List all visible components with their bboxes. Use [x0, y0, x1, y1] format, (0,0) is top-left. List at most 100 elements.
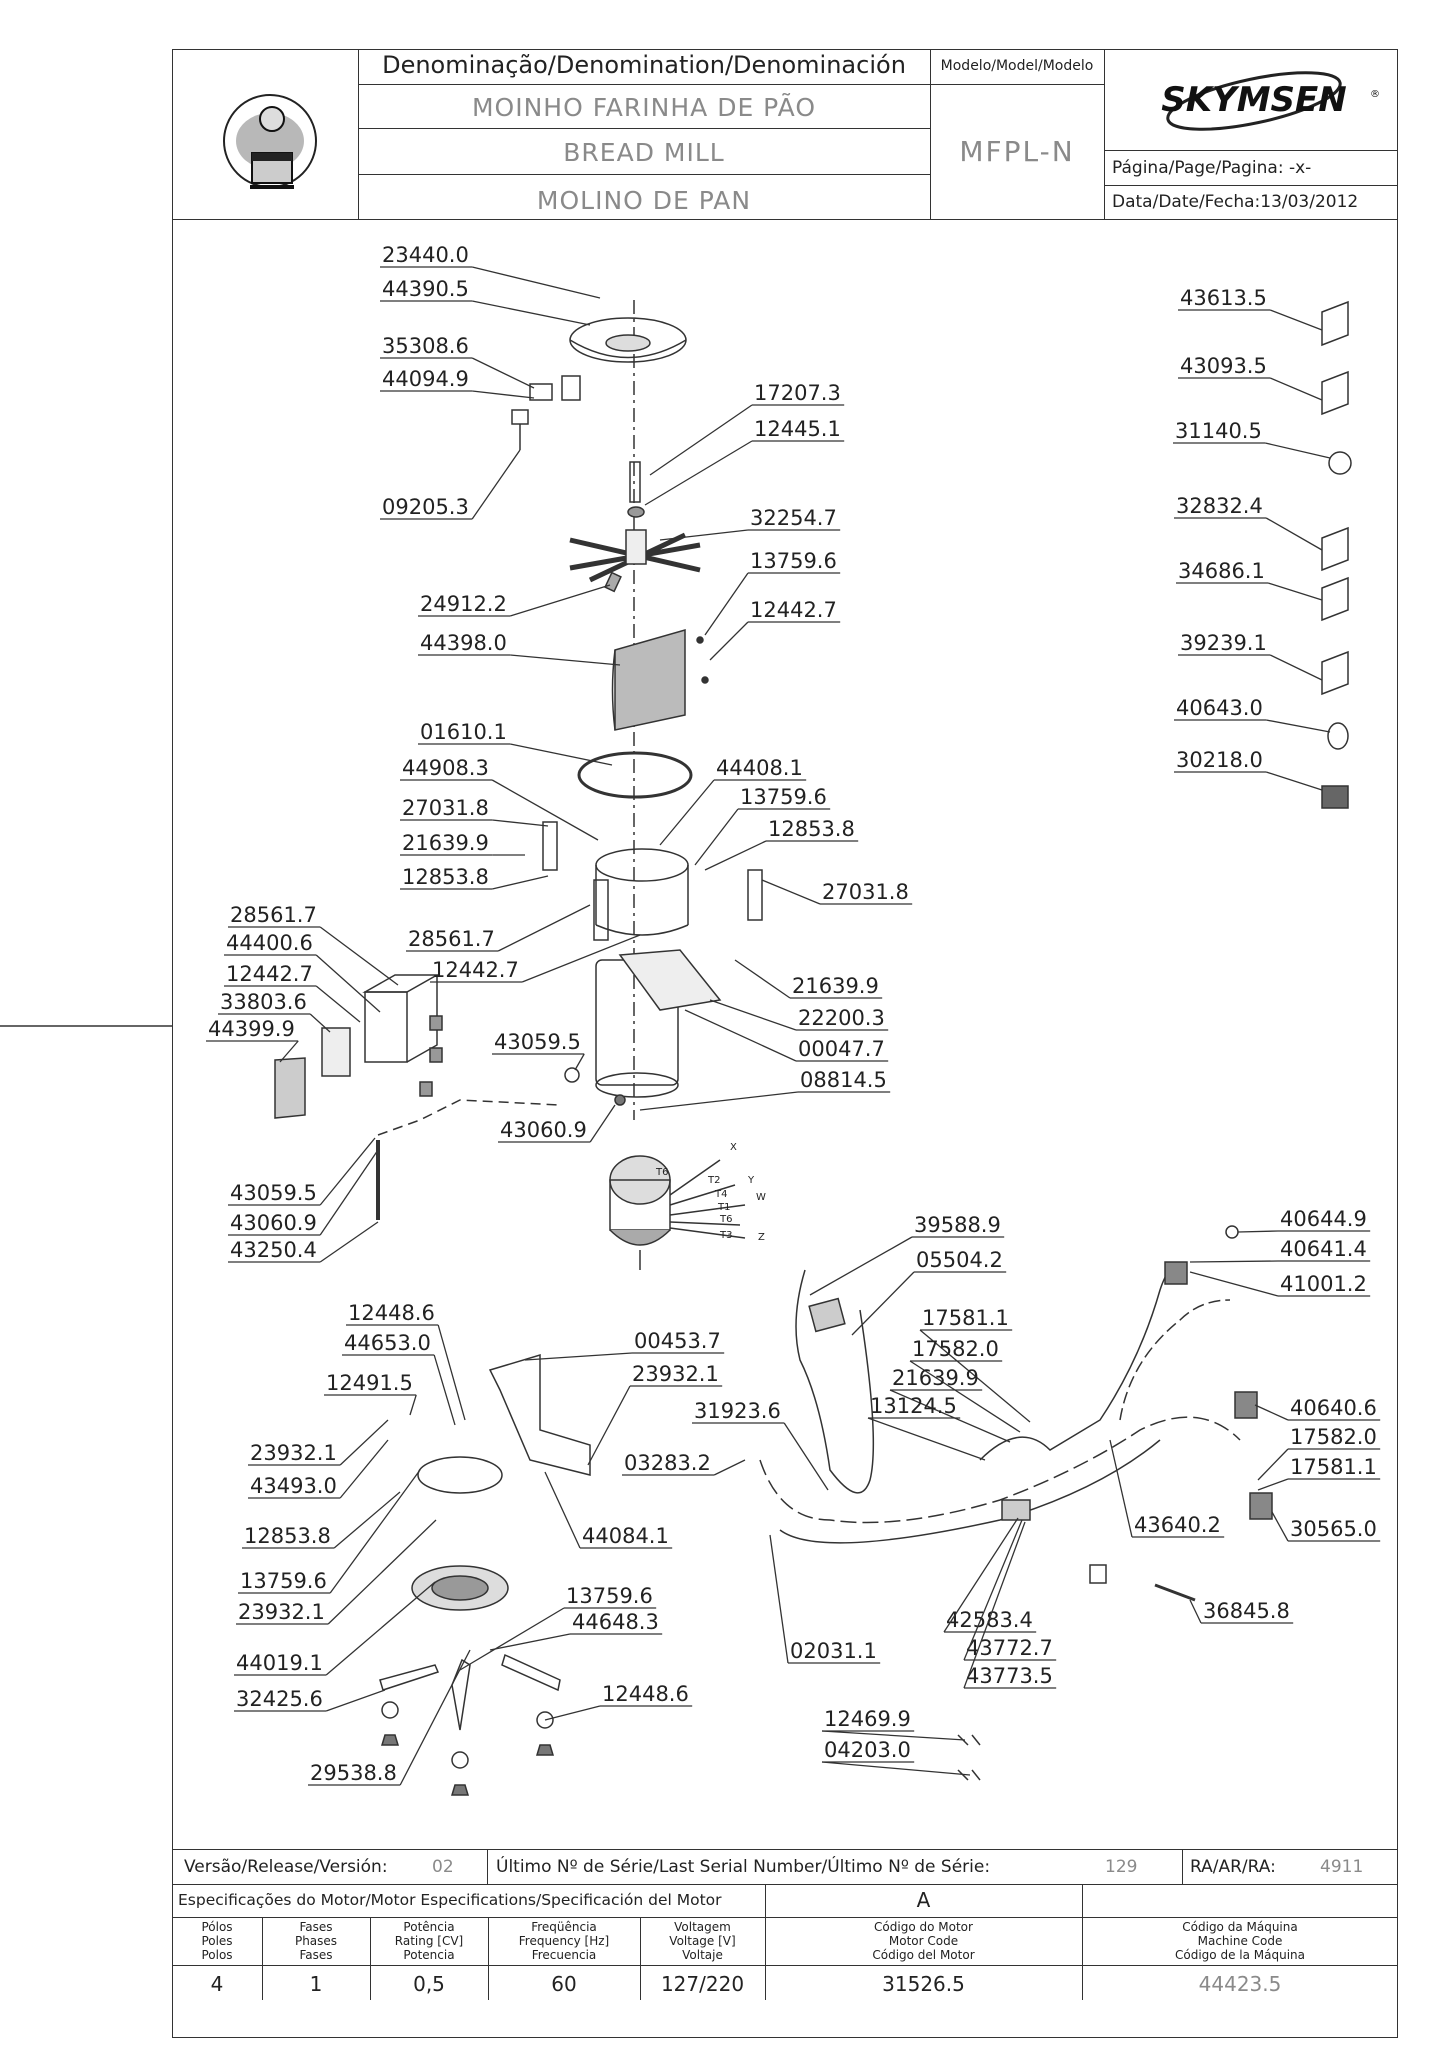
- leader-line: [1257, 1478, 1289, 1491]
- drawing-sheet: [172, 49, 1398, 2038]
- part-number-label: 44019.1: [236, 1651, 323, 1675]
- title-divider: [358, 49, 359, 219]
- part-number-label: 21639.9: [402, 831, 489, 855]
- footer-rule: [172, 1965, 1398, 1966]
- col-motor-code-header: Código do Motor Motor Code Código del Mo…: [872, 1920, 975, 1962]
- leader-line: [704, 840, 767, 871]
- part-number-label: 34686.1: [1178, 559, 1265, 583]
- col-poles-header: Pólos Poles Polos: [201, 1920, 233, 1962]
- footer-divider: [487, 1849, 488, 1884]
- part-number-label: 30218.0: [1176, 748, 1263, 772]
- latch-clamp: [542, 821, 558, 871]
- part-number-label: 44094.9: [382, 367, 469, 391]
- sticker-43613-5: [1321, 300, 1349, 347]
- leader-line: [409, 1394, 417, 1416]
- part-number-label: 21639.9: [792, 974, 879, 998]
- leader-line: [279, 1040, 299, 1063]
- title-rule: [358, 128, 930, 129]
- part-number-label: 41001.2: [1280, 1272, 1367, 1296]
- part-number-label: 44390.5: [382, 277, 469, 301]
- leader-line: [472, 266, 601, 299]
- page-indicator: Página/Page/Pagina: -x-: [1112, 158, 1312, 178]
- switch-box: [364, 991, 408, 1063]
- footer-divider: [640, 1917, 641, 2000]
- leader-line: [329, 1469, 421, 1594]
- motor-wire-label: Z: [758, 1232, 765, 1243]
- brand-name: SKYMSEN: [1161, 80, 1346, 120]
- leader-line: [315, 985, 361, 1023]
- capacitor-plug: [1234, 1391, 1258, 1419]
- part-number-label: 13759.6: [740, 785, 827, 809]
- motor-wire-label: T6: [655, 1167, 668, 1178]
- title-bottom-rule: [172, 219, 1398, 220]
- leader-line: [472, 300, 591, 326]
- leader-line: [963, 1521, 1026, 1689]
- leader-line: [769, 1534, 789, 1664]
- leader-line: [491, 779, 599, 841]
- leader-line: [659, 529, 749, 541]
- part-number-label: 43060.9: [500, 1118, 587, 1142]
- part-number-label: 01610.1: [420, 720, 507, 744]
- col-frequency-header: Freqüência Frequency [Hz] Frecuencia: [518, 1920, 610, 1962]
- chute: [618, 949, 722, 1011]
- harness-cable: [759, 1416, 1241, 1524]
- part-number-label: 12442.7: [750, 598, 837, 622]
- base-foot-arm: [451, 1658, 471, 1731]
- leader-line: [492, 819, 549, 827]
- part-number-label: 39588.9: [914, 1213, 1001, 1237]
- part-number-label: 21639.9: [892, 1366, 979, 1390]
- leader-line: [510, 743, 613, 766]
- leader-line: [437, 1324, 466, 1421]
- part-number-label: 44399.9: [208, 1017, 295, 1041]
- leader-line: [684, 1009, 797, 1062]
- leader-line: [809, 1236, 913, 1296]
- chamber-bracket: [593, 879, 609, 941]
- part-number-label: 40640.6: [1290, 1396, 1377, 1420]
- leader-line: [589, 1104, 616, 1143]
- part-number-label: 43059.5: [494, 1030, 581, 1054]
- title-rule: [358, 84, 930, 85]
- serial-label: Último Nº de Série/Last Serial Number/Úl…: [496, 1857, 991, 1877]
- leader-line: [1269, 309, 1323, 331]
- leader-line: [1189, 1271, 1279, 1297]
- leader-line: [319, 1221, 379, 1263]
- model-value: MFPL-N: [959, 135, 1075, 168]
- serial-value: 129: [1105, 1857, 1138, 1877]
- part-number-label: 12853.8: [402, 865, 489, 889]
- part-number-label: 28561.7: [230, 903, 317, 927]
- leader-line: [1266, 719, 1331, 733]
- milling-chamber: [595, 848, 689, 882]
- part-number-label: 02031.1: [790, 1639, 877, 1663]
- capacitor-plug: [1249, 1492, 1273, 1520]
- leader-line: [544, 1471, 581, 1549]
- leader-line: [471, 449, 521, 520]
- part-number-label: 43773.5: [966, 1664, 1053, 1688]
- part-number-label: 43059.5: [230, 1181, 317, 1205]
- part-number-label: 17581.1: [1290, 1455, 1377, 1479]
- part-number-label: 22200.3: [798, 1006, 885, 1030]
- footer-divider: [370, 1917, 371, 2000]
- leader-line: [521, 934, 641, 983]
- leader-line: [1266, 771, 1323, 791]
- part-number-label: 44908.3: [402, 756, 489, 780]
- part-number-label: 12469.9: [824, 1707, 911, 1731]
- model-label: Modelo/Model/Modelo: [940, 58, 1094, 74]
- ra-value: 4911: [1320, 1857, 1364, 1877]
- part-number-label: 29538.8: [310, 1761, 397, 1785]
- part-number-label: 12445.1: [754, 417, 841, 441]
- connector: [1089, 1564, 1107, 1584]
- part-number-label: 31923.6: [694, 1399, 781, 1423]
- leader-line: [524, 1352, 633, 1361]
- part-number-label: 32425.6: [236, 1687, 323, 1711]
- motor-wire-label: T3: [719, 1230, 732, 1241]
- part-number-label: 17582.0: [1290, 1425, 1377, 1449]
- footer-rule: [172, 1917, 1398, 1918]
- leader-line: [659, 779, 715, 846]
- leader-line: [1189, 1599, 1202, 1624]
- footer-divider: [488, 1917, 489, 2000]
- val-phases: 1: [309, 1972, 323, 1996]
- leader-line: [783, 1422, 829, 1491]
- part-number-label: 35308.6: [382, 334, 469, 358]
- leader-line: [489, 1633, 571, 1651]
